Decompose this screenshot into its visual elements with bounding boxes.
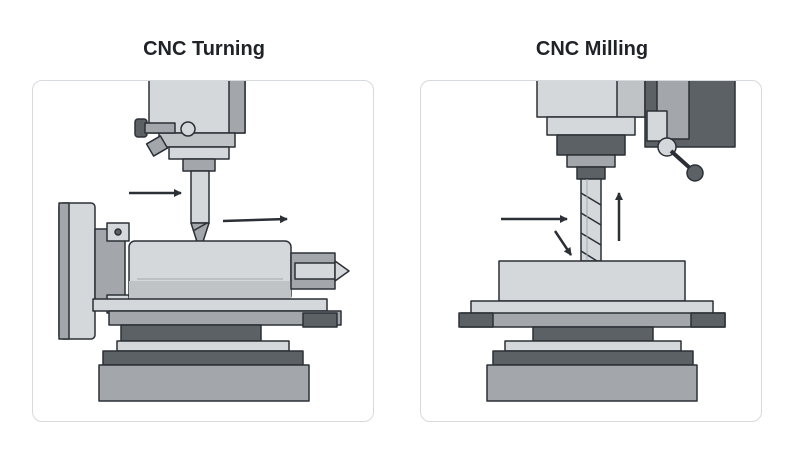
- tool-head-plate: [158, 132, 236, 148]
- cut-direction-arrow: [222, 215, 288, 224]
- table-clamp-left: [458, 312, 494, 328]
- milling-illustration: [458, 81, 736, 402]
- tailstock-center: [334, 260, 350, 282]
- workpiece-block: [498, 260, 686, 302]
- clamp-lever: [145, 135, 169, 157]
- clamp-pivot: [180, 121, 196, 137]
- plunge-arrow: [553, 230, 573, 256]
- tailstock-quill: [294, 262, 336, 280]
- turning-title: CNC Turning: [143, 38, 265, 60]
- collet: [566, 154, 616, 168]
- milling-panel: [420, 80, 762, 422]
- tool-head-collar: [168, 146, 230, 160]
- lathe-rail: [92, 298, 328, 312]
- turning-panel: [32, 80, 374, 422]
- crank-knob: [686, 164, 704, 182]
- crank-arm: [669, 149, 693, 171]
- cutting-tool-shank: [190, 170, 210, 224]
- knee-middle: [492, 350, 694, 366]
- carriage-block-right: [302, 312, 338, 328]
- saddle: [532, 326, 654, 342]
- clamp-bar: [144, 122, 176, 134]
- turning-illustration: [58, 81, 350, 402]
- tool-holder: [182, 158, 216, 172]
- spindle-housing-side: [616, 81, 646, 118]
- table-clamp-right: [690, 312, 726, 328]
- chuck-shadow: [58, 202, 70, 340]
- spindle-collar: [546, 116, 636, 136]
- milling-title: CNC Milling: [535, 38, 649, 60]
- tool-head-side: [228, 81, 246, 134]
- milling-base: [486, 364, 698, 402]
- knee-upper: [504, 340, 682, 352]
- end-mill: [580, 178, 602, 262]
- lathe-bed-middle: [102, 350, 304, 366]
- tool-holder-mill: [576, 166, 606, 180]
- lathe-bed-top: [120, 324, 262, 342]
- column-rail: [646, 110, 668, 142]
- lathe-bed-upper: [116, 340, 290, 352]
- lathe-base: [98, 364, 310, 402]
- table-plate: [460, 312, 726, 328]
- spindle-nut: [556, 134, 626, 156]
